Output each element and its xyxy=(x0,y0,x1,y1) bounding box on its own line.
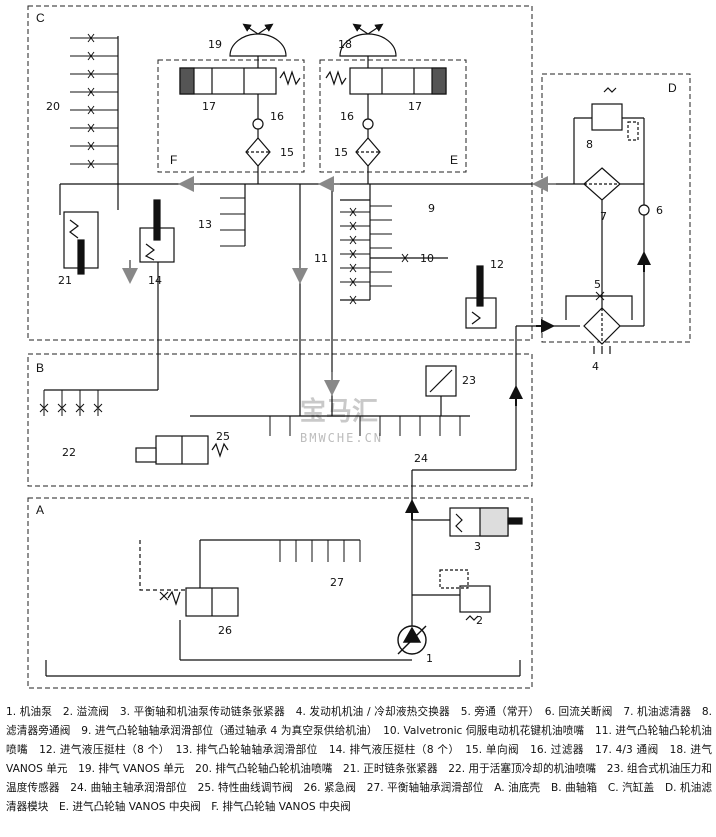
area-e-intake-vanos-box xyxy=(319,59,467,173)
area-letter-f: F xyxy=(170,153,177,167)
label-17b: 17 xyxy=(408,100,422,113)
watermark: 宝马汇 BMWCHE.CN xyxy=(300,396,383,445)
area-letter-a: A xyxy=(36,503,44,517)
area-letter-c: C xyxy=(36,11,45,25)
label-21: 21 xyxy=(58,274,72,287)
exhaust-vanos-unit xyxy=(229,23,287,68)
label-4: 4 xyxy=(592,360,599,373)
label-11: 11 xyxy=(314,252,328,265)
label-3: 3 xyxy=(474,540,481,553)
label-15: 15 xyxy=(280,146,294,159)
intake-vanos-unit xyxy=(339,23,397,68)
label-2: 2 xyxy=(476,614,483,627)
label-10: 10 xyxy=(420,252,434,265)
area-f-exhaust-vanos-box xyxy=(157,59,305,173)
emergency-valve xyxy=(139,540,239,617)
area-b-crankcase-box xyxy=(27,353,533,487)
oil-pump xyxy=(397,625,427,655)
label-24: 24 xyxy=(414,452,428,465)
intake-hydraulic-lifter xyxy=(465,265,497,329)
label-7: 7 xyxy=(600,210,607,223)
label-16: 16 xyxy=(270,110,284,123)
flow-arrows xyxy=(122,176,556,396)
timing-chain-tensioner xyxy=(63,211,99,275)
heat-exchanger xyxy=(583,307,621,354)
label-1: 1 xyxy=(426,652,433,665)
balance-shaft-chain-tensioner xyxy=(449,507,523,537)
pressure-arrows xyxy=(405,251,651,520)
svg-text:BMWCHE.CN: BMWCHE.CN xyxy=(300,431,383,445)
oil-filter xyxy=(583,167,621,201)
bypass-open-valve xyxy=(595,291,605,301)
label-19: 19 xyxy=(208,38,222,51)
vanos-check-valves-and-filters xyxy=(245,94,381,167)
svg-text:宝马汇: 宝马汇 xyxy=(300,396,378,427)
balance-shaft-bearing-points xyxy=(279,540,361,562)
label-9: 9 xyxy=(428,202,435,215)
label-13: 13 xyxy=(198,218,212,231)
intake-4-3-valve xyxy=(325,67,447,95)
exhaust-hydraulic-lifter xyxy=(139,199,175,263)
label-26: 26 xyxy=(218,624,232,637)
oil-pressure-temp-sensor xyxy=(425,365,457,416)
label-22: 22 xyxy=(62,446,76,459)
area-letters: C F E D B A xyxy=(36,11,677,517)
label-23: 23 xyxy=(462,374,476,387)
label-6: 6 xyxy=(656,204,663,217)
label-8: 8 xyxy=(586,138,593,151)
area-letter-b: B xyxy=(36,361,44,375)
label-25: 25 xyxy=(216,430,230,443)
area-c-cylinder-head-box xyxy=(27,5,533,341)
label-5: 5 xyxy=(594,278,601,291)
intake-cam-lobe-nozzles xyxy=(340,205,409,305)
label-27: 27 xyxy=(330,576,344,589)
characteristic-map-valve xyxy=(135,435,229,465)
area-a-oil-sump-box xyxy=(27,497,533,689)
exhaust-cam-bearing-points xyxy=(220,197,245,247)
region-boxes xyxy=(27,5,691,689)
label-16b: 16 xyxy=(340,110,354,123)
label-17: 17 xyxy=(202,100,216,113)
label-12: 12 xyxy=(490,258,504,271)
label-18: 18 xyxy=(338,38,352,51)
oil-lines xyxy=(44,36,645,677)
label-14: 14 xyxy=(148,274,162,287)
oil-circuit-diagram: 宝马汇 BMWCHE.CN C F E D B A xyxy=(27,5,691,689)
main-bearing-points xyxy=(269,416,461,436)
area-d-filter-module-box xyxy=(541,73,691,343)
area-letter-e: E xyxy=(450,153,458,167)
figure-caption: 1. 机油泵 2. 溢流阀 3. 平衡轴和机油泵传动链条张紧器 4. 发动机机油… xyxy=(6,706,712,813)
return-shutoff-valve xyxy=(638,204,650,216)
component-labels: 1 2 3 4 5 6 7 8 9 10 11 12 13 14 15 15 1… xyxy=(46,38,663,665)
area-letter-d: D xyxy=(668,81,677,95)
exhaust-4-3-valve xyxy=(179,67,301,95)
label-15b: 15 xyxy=(334,146,348,159)
label-20: 20 xyxy=(46,100,60,113)
pressure-relief-valve xyxy=(439,569,491,621)
piston-cooling-jets xyxy=(39,390,103,416)
filter-bypass-valve xyxy=(591,87,639,141)
exhaust-cam-lobe-nozzles xyxy=(70,33,118,169)
